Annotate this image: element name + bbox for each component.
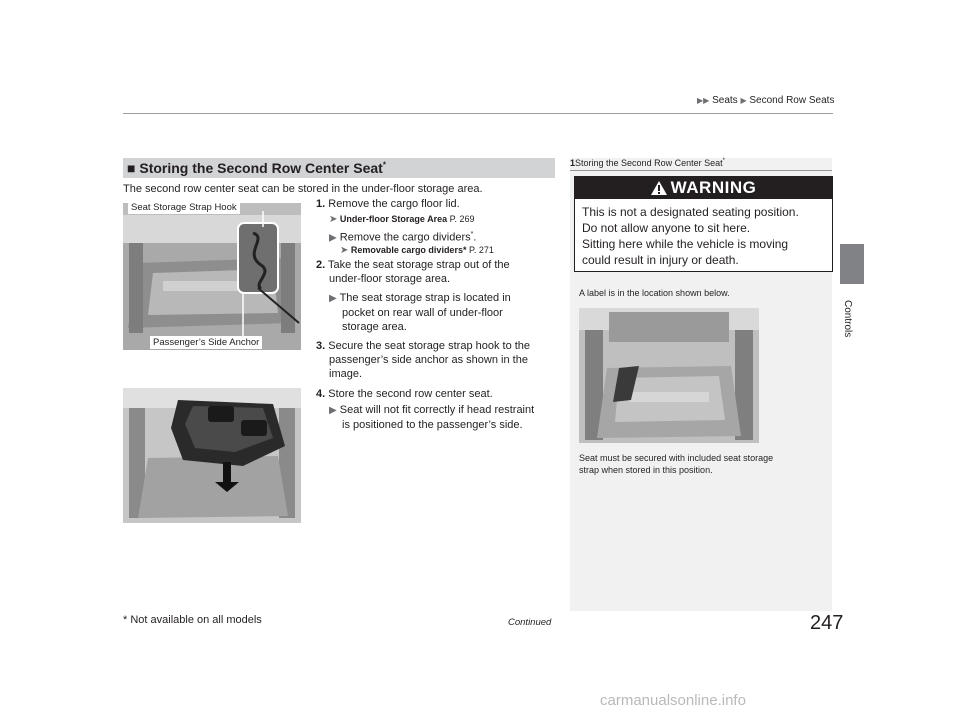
breadcrumb-item-second-row-seats[interactable]: Second Row Seats — [749, 95, 835, 106]
watermark: carmanualsonline.info — [600, 692, 746, 709]
callout-strap-hook: Seat Storage Strap Hook — [128, 201, 240, 214]
substep-arrow-icon: ▶ — [329, 232, 337, 244]
breadcrumb-arrow-icon: ▶▶ — [697, 96, 710, 105]
step-4: 4. Store the second row center seat. — [316, 388, 493, 400]
stored-seat-figure — [123, 388, 301, 523]
strap-hook-figure — [123, 203, 301, 350]
substep-head-restraint: ▶ Seat will not fit correctly if head re… — [329, 404, 535, 431]
page-ref-icon: ➤ — [329, 214, 338, 225]
substep-arrow-icon: ▶ — [329, 405, 337, 416]
section-title: Storing the Second Row Center Seat — [139, 160, 383, 176]
step-3: 3. Secure the seat storage strap hook to… — [316, 340, 531, 380]
continued-label: Continued — [508, 617, 552, 628]
breadcrumb: ▶▶ Seats ▶ Second Row Seats — [697, 95, 834, 106]
intro-text: The second row center seat can be stored… — [123, 183, 483, 195]
page-ref-icon: ➤ — [340, 245, 349, 256]
step-1: 1. Remove the cargo floor lid. — [316, 198, 460, 210]
warning-banner: WARNING — [575, 177, 832, 199]
ref-under-floor-storage[interactable]: ➤ Under-floor Storage Area P. 269 — [329, 214, 475, 225]
substep-remove-dividers: ▶ Remove the cargo dividers*. — [329, 231, 477, 244]
sidebar-heading: 1Storing the Second Row Center Seat* — [570, 158, 725, 168]
label-location-figure — [579, 308, 759, 443]
asterisk: * — [382, 160, 386, 170]
label-caption: Seat must be secured with included seat … — [579, 453, 774, 475]
warning-triangle-icon — [650, 181, 667, 195]
label-location-illustration — [579, 308, 759, 443]
breadcrumb-arrow-icon: ▶ — [740, 96, 747, 105]
ref-removable-cargo-dividers[interactable]: ➤ Removable cargo dividers* P. 271 — [340, 245, 494, 256]
chapter-label: Controls — [842, 300, 853, 338]
step-2: 2. Take the seat storage strap out of th… — [316, 259, 510, 285]
warning-text: This is not a designated seating positio… — [582, 205, 799, 267]
callout-passenger-anchor: Passenger’s Side Anchor — [150, 336, 263, 349]
section-heading: ■ Storing the Second Row Center Seat* — [123, 158, 555, 178]
strap-hook-illustration — [123, 203, 301, 350]
sidebar-rule — [570, 170, 832, 171]
breadcrumb-item-seats[interactable]: Seats — [712, 95, 738, 106]
warning-title: WARNING — [670, 178, 757, 197]
label-location-note: A label is in the location shown below. — [579, 288, 730, 298]
footnote: * Not available on all models — [123, 614, 262, 626]
page-number: 247 — [810, 612, 844, 634]
stored-seat-illustration — [123, 388, 301, 523]
section-marker-icon: ■ — [127, 160, 136, 176]
substep-arrow-icon: ▶ — [329, 293, 337, 304]
chapter-tab — [840, 244, 864, 284]
substep-strap-location: ▶ The seat storage strap is located in p… — [329, 292, 511, 333]
header-rule — [123, 113, 833, 114]
